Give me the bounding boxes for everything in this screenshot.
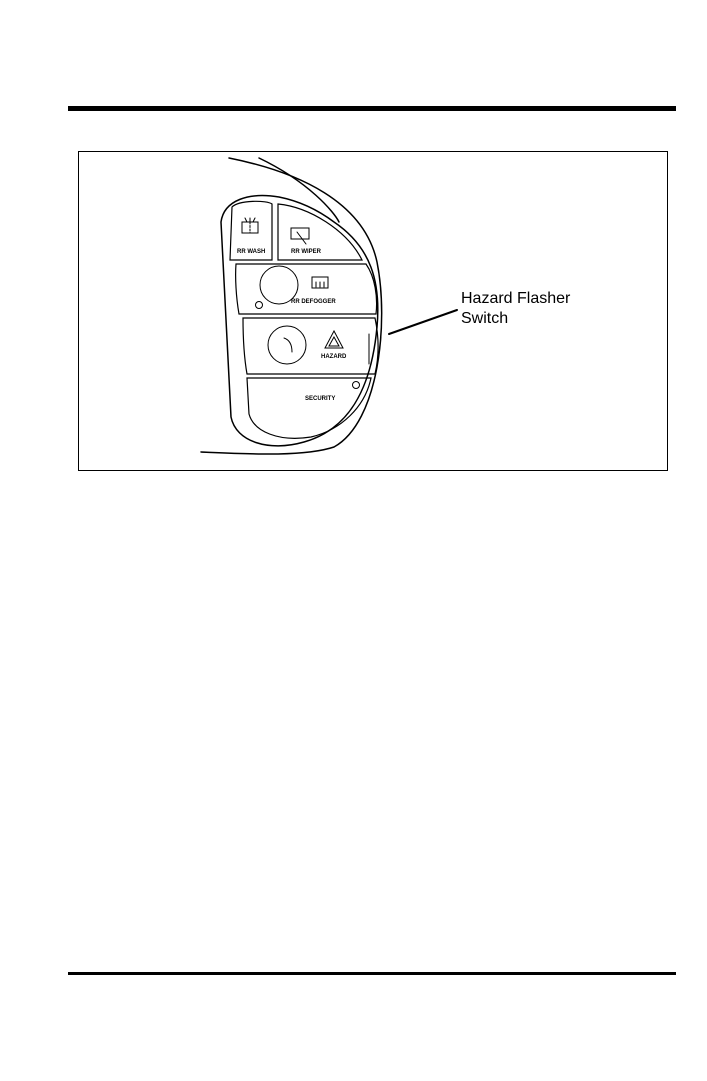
rr-defogger-button (236, 264, 377, 314)
callout-leader-line (389, 310, 457, 334)
washer-fluid-icon (242, 218, 258, 233)
bezel-outer-outline (201, 158, 382, 454)
figure-frame: RR WASH RR WIPER RR DEFOGGER HAZARD SECU… (78, 151, 668, 471)
callout-line-2: Switch (461, 309, 570, 329)
hazard-knob (268, 326, 306, 364)
hazard-triangle-icon (325, 331, 343, 348)
rr-wiper-label: RR WIPER (291, 249, 322, 255)
security-indicator-light (353, 382, 360, 389)
hazard-knob-mark (284, 338, 292, 352)
rr-wash-label: RR WASH (237, 249, 265, 255)
rear-defogger-icon (312, 277, 328, 288)
callout-text: Hazard Flasher Switch (461, 289, 570, 329)
rr-defogger-label: RR DEFOGGER (291, 299, 336, 305)
hazard-label: HAZARD (321, 354, 347, 360)
bottom-rule (68, 972, 676, 975)
hazard-button (243, 318, 378, 374)
callout-line-1: Hazard Flasher (461, 289, 570, 309)
wiper-icon (291, 228, 309, 244)
security-label: SECURITY (305, 396, 335, 402)
bezel-inner-outline (259, 158, 339, 222)
defogger-indicator-light (256, 302, 263, 309)
switch-panel-illustration: RR WASH RR WIPER RR DEFOGGER HAZARD SECU… (79, 152, 668, 471)
top-rule (68, 106, 676, 111)
